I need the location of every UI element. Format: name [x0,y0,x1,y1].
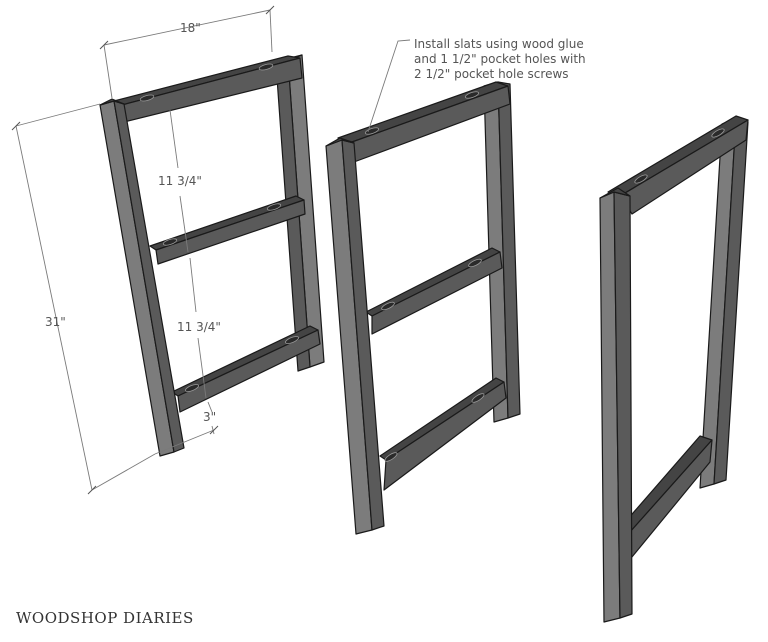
dimension-width-label: 18" [180,21,201,35]
frame-left [99,54,325,457]
dimension-height-label: 31" [45,315,66,329]
brand-logo: WOODSHOP DIARIES [16,609,194,627]
assembly-note: Install slats using wood glue and 1 1/2"… [414,37,586,82]
dimension-lines: 18" 31" 11 3/4" 11 3/4" 3" [11,5,275,495]
dimension-bottom-offset-label: 3" [203,410,216,424]
assembly-note-line-2: and 1 1/2" pocket holes with [414,52,586,66]
dimension-spacing-bottom-label: 11 3/4" [177,320,221,334]
assembly-note-line-1: Install slats using wood glue [414,37,584,51]
assembly-note-line-3: 2 1/2" pocket hole screws [414,67,569,81]
frame-right [599,115,749,623]
frame-middle [325,81,521,535]
dimension-spacing-top-label: 11 3/4" [158,174,202,188]
callout [367,39,411,133]
